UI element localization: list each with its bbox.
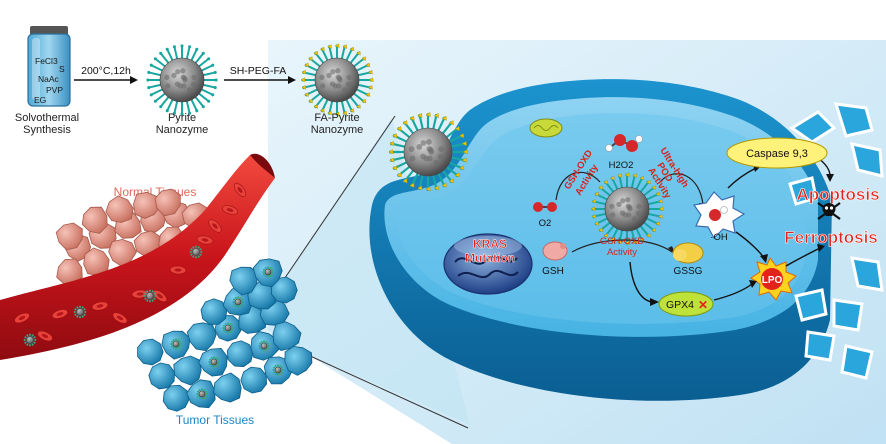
gsh-label: GSH: [542, 266, 564, 277]
arrow-gpx4-to-lpo: [713, 283, 753, 301]
gsh-oxd-top-arc: [555, 171, 601, 201]
h2o2-molecule-icon: [605, 134, 643, 152]
o2-molecule-icon: [533, 202, 557, 212]
vial-caption-line1: Solvothermal: [15, 112, 79, 124]
arrow-gsh-to-gpx4: [629, 261, 653, 303]
vial-reagent-fecl3: FeCl3: [35, 56, 58, 66]
gssg-label: GSSG: [674, 266, 703, 277]
kras-label-1: KRAS: [473, 237, 507, 251]
ultra-pod-arc: [659, 173, 704, 206]
normal-tissue-cluster: [55, 188, 209, 310]
apoptosis-label: Apoptosis: [796, 185, 879, 204]
fa-pyrite-caption-line1: FA-Pyrite: [314, 112, 359, 124]
gpx4-box: [658, 291, 714, 317]
gpx4-label: GPX4: [666, 299, 694, 311]
gpx4-inhibition-mark: ✕: [698, 298, 708, 312]
docked-nanozyme-icon: [388, 112, 468, 192]
central-nanozyme-icon: [590, 172, 664, 246]
ferroptosis-label: Ferroptosis: [784, 228, 878, 247]
mitochondrion-icon: [529, 118, 563, 138]
cracked-membrane-fragments: [788, 102, 884, 380]
nucleus-icon: [443, 233, 533, 295]
skull-icon: [817, 202, 841, 220]
step1-condition: 200°C,12h: [81, 65, 131, 77]
arrow-caspase-to-apoptosis-head: [826, 174, 834, 182]
blood-vessel-rim: [250, 153, 275, 178]
o2-label: O2: [539, 218, 552, 229]
lpo-label: LPO: [762, 275, 783, 286]
arrow-oh-to-caspase: [727, 167, 757, 189]
lpo-core: [761, 268, 783, 290]
vial-reagent-naac: NaAc: [38, 74, 60, 84]
vial-reagent-eg: EG: [34, 95, 46, 105]
step2-reagent: SH-PEG-FA: [230, 65, 287, 77]
blood-vessel: [0, 155, 275, 360]
caspase-box: [726, 137, 828, 169]
tumor-tissues-label: Tumor Tissues: [176, 413, 254, 427]
arrow-step2-head: [288, 76, 296, 84]
arrow-gsh-to-gpx4-head: [650, 298, 659, 306]
red-blood-cells: [14, 182, 247, 347]
pyrite-caption-line2: Nanozyme: [156, 124, 209, 136]
caspase-label: Caspase 9,3: [746, 148, 808, 160]
arrow-lpo-to-ferroptosis: [785, 247, 821, 267]
gssg-molecule-icon: [672, 242, 704, 264]
zoom-cone: [255, 118, 470, 425]
pyrite-nanozyme-icon: [146, 44, 218, 116]
arrow-step1-head: [130, 76, 138, 84]
gsh-molecule-icon: [542, 241, 568, 261]
hydroxyl-label: ·OH: [710, 232, 728, 243]
gsh-oxd-bottom-label-2: Activity: [607, 247, 637, 258]
arrow-lpo-to-ferroptosis-head: [817, 244, 825, 252]
fa-pyrite-caption-line2: Nanozyme: [311, 124, 364, 136]
vial-reagent-s: S: [59, 64, 65, 74]
vial-caption-line2: Synthesis: [23, 124, 71, 136]
gsh-oxd-bottom-arc: [571, 239, 673, 253]
vial: [27, 26, 71, 107]
fa-pyrite-nanozyme-icon: [300, 43, 374, 117]
arrow-oh-to-lpo-head: [760, 254, 768, 263]
h2o2-label: H2O2: [609, 160, 634, 171]
vial-reagent-pvp: PVP: [46, 85, 63, 95]
kras-label-2: Mutation: [465, 251, 515, 265]
pyrite-caption-line1: Pyrite: [168, 112, 196, 124]
tumor-nanozymes: [170, 266, 284, 400]
arrow-gpx4-to-lpo-head: [749, 280, 757, 288]
gsh-oxd-bottom-label-1: GSH-OXD: [600, 236, 644, 247]
hydroxyl-radical-icon: [692, 191, 746, 239]
